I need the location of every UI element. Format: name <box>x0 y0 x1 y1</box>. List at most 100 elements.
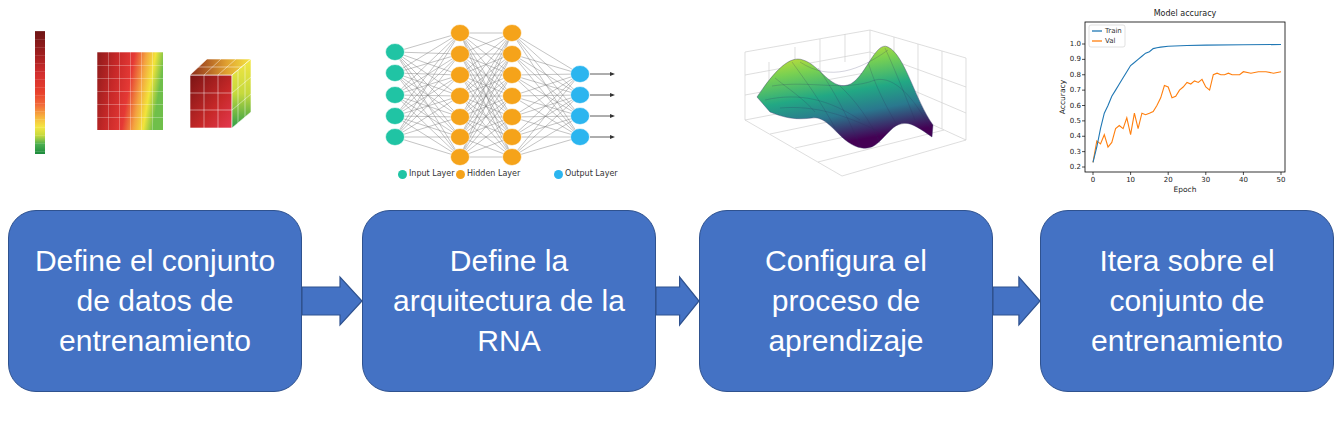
box-text: Configura el proceso de aprendizaje <box>712 241 980 361</box>
nn-neuron <box>451 88 470 105</box>
tick-label: 20 <box>1164 177 1173 184</box>
legend-swatch <box>554 170 563 179</box>
nn-neuron <box>503 67 522 84</box>
y-tick <box>1082 90 1085 91</box>
nn-link <box>512 75 580 95</box>
tick-label: 50 <box>1277 177 1286 184</box>
nn-neuron <box>503 46 522 63</box>
nn-neuron <box>386 44 405 61</box>
chart-frame <box>1085 22 1285 172</box>
vector-bar-grid <box>35 31 45 154</box>
box-text: Itera sobre el conjunto de entrenamiento <box>1053 241 1321 361</box>
nn-link <box>395 52 460 157</box>
nn-link <box>512 33 580 137</box>
surface-plot <box>745 30 966 176</box>
tick-label: 0.7 <box>1070 87 1081 94</box>
x-tick <box>1205 172 1206 175</box>
block-arrow <box>656 277 699 325</box>
tensor-front <box>190 75 232 128</box>
nn-link <box>512 33 580 74</box>
block-arrow <box>993 277 1040 325</box>
nn-link <box>512 75 580 137</box>
box-text: Define el conjunto de datos de entrenami… <box>21 241 289 361</box>
chart-legend-box <box>1089 25 1125 47</box>
process-box: Define el conjunto de datos de entrenami… <box>8 210 302 392</box>
axis-label: Epoch <box>1174 186 1197 194</box>
nn-output-arrowhead <box>610 72 615 76</box>
nn-output-arrow <box>590 95 611 96</box>
nn-link <box>460 33 512 96</box>
nn-neuron <box>386 129 405 146</box>
chart-title: Model accuracy <box>1154 10 1217 18</box>
legend-swatch <box>398 170 407 179</box>
legend-text: Train <box>1105 28 1122 35</box>
nn-link <box>512 74 580 137</box>
tick-label: 30 <box>1201 177 1210 184</box>
chart-ticks <box>1082 44 1281 175</box>
legend-swatch <box>456 170 465 179</box>
tick-label: 0.6 <box>1070 102 1081 109</box>
y-tick <box>1082 105 1085 106</box>
nn-link <box>395 73 460 137</box>
nn-link <box>512 54 580 137</box>
nn-neuron <box>386 108 405 125</box>
y-tick <box>1082 120 1085 121</box>
nn-link <box>395 52 460 96</box>
surface-axes <box>745 30 966 176</box>
nn-link <box>395 95 460 157</box>
x-tick <box>1093 172 1094 175</box>
nn-neuron <box>451 25 470 42</box>
nn-link <box>512 117 580 137</box>
data-icons <box>35 31 251 154</box>
tick-label: 40 <box>1239 177 1248 184</box>
legend-text: Val <box>1105 38 1115 45</box>
tick-label: 1.0 <box>1070 41 1081 48</box>
nn-link <box>512 95 580 157</box>
nn-neuron <box>451 129 470 146</box>
x-tick <box>1281 172 1282 175</box>
surface-mesh <box>765 48 930 146</box>
nn-link <box>512 74 580 75</box>
train-legend-line <box>1092 30 1102 31</box>
nn-link <box>512 74 580 117</box>
nn-output-arrow <box>590 137 611 138</box>
nn-neuron <box>451 67 470 84</box>
nn-link <box>460 75 512 137</box>
nn-neuron <box>571 87 590 104</box>
nn-neuron <box>451 109 470 126</box>
nn-link <box>512 74 580 157</box>
tick-label: 0.8 <box>1070 71 1081 78</box>
val-legend-line <box>1092 40 1102 41</box>
nn-output-arrow <box>590 116 611 117</box>
nn-link <box>512 116 580 137</box>
nn-link <box>512 96 580 116</box>
train-curve <box>1093 45 1281 163</box>
nn-output-arrow <box>590 74 611 75</box>
nn-link <box>512 95 580 117</box>
nn-output-arrowhead <box>610 114 615 118</box>
nn-link <box>512 74 580 96</box>
y-tick <box>1082 151 1085 152</box>
tensor-side <box>232 59 251 128</box>
nn-neuron <box>503 149 522 166</box>
nn-neuron <box>451 46 470 63</box>
nn-neuron <box>503 25 522 42</box>
nn-link <box>395 75 460 137</box>
nn-link <box>395 117 460 137</box>
y-tick <box>1082 167 1085 168</box>
tensor-grid <box>190 59 251 128</box>
nn-output-arrowhead <box>610 93 615 97</box>
tick-label: 0.5 <box>1070 117 1081 124</box>
process-box: Define la arquitectura de la RNA <box>362 210 656 392</box>
nn-link <box>460 96 512 157</box>
tick-label: 0.3 <box>1070 148 1081 155</box>
x-tick <box>1130 172 1131 175</box>
nn-neuron <box>503 109 522 126</box>
y-tick <box>1082 44 1085 45</box>
process-box: Configura el proceso de aprendizaje <box>699 210 993 392</box>
x-tick <box>1243 172 1244 175</box>
neural-network <box>386 25 616 166</box>
nn-output-arrowhead <box>610 135 615 139</box>
nn-link <box>512 116 580 157</box>
